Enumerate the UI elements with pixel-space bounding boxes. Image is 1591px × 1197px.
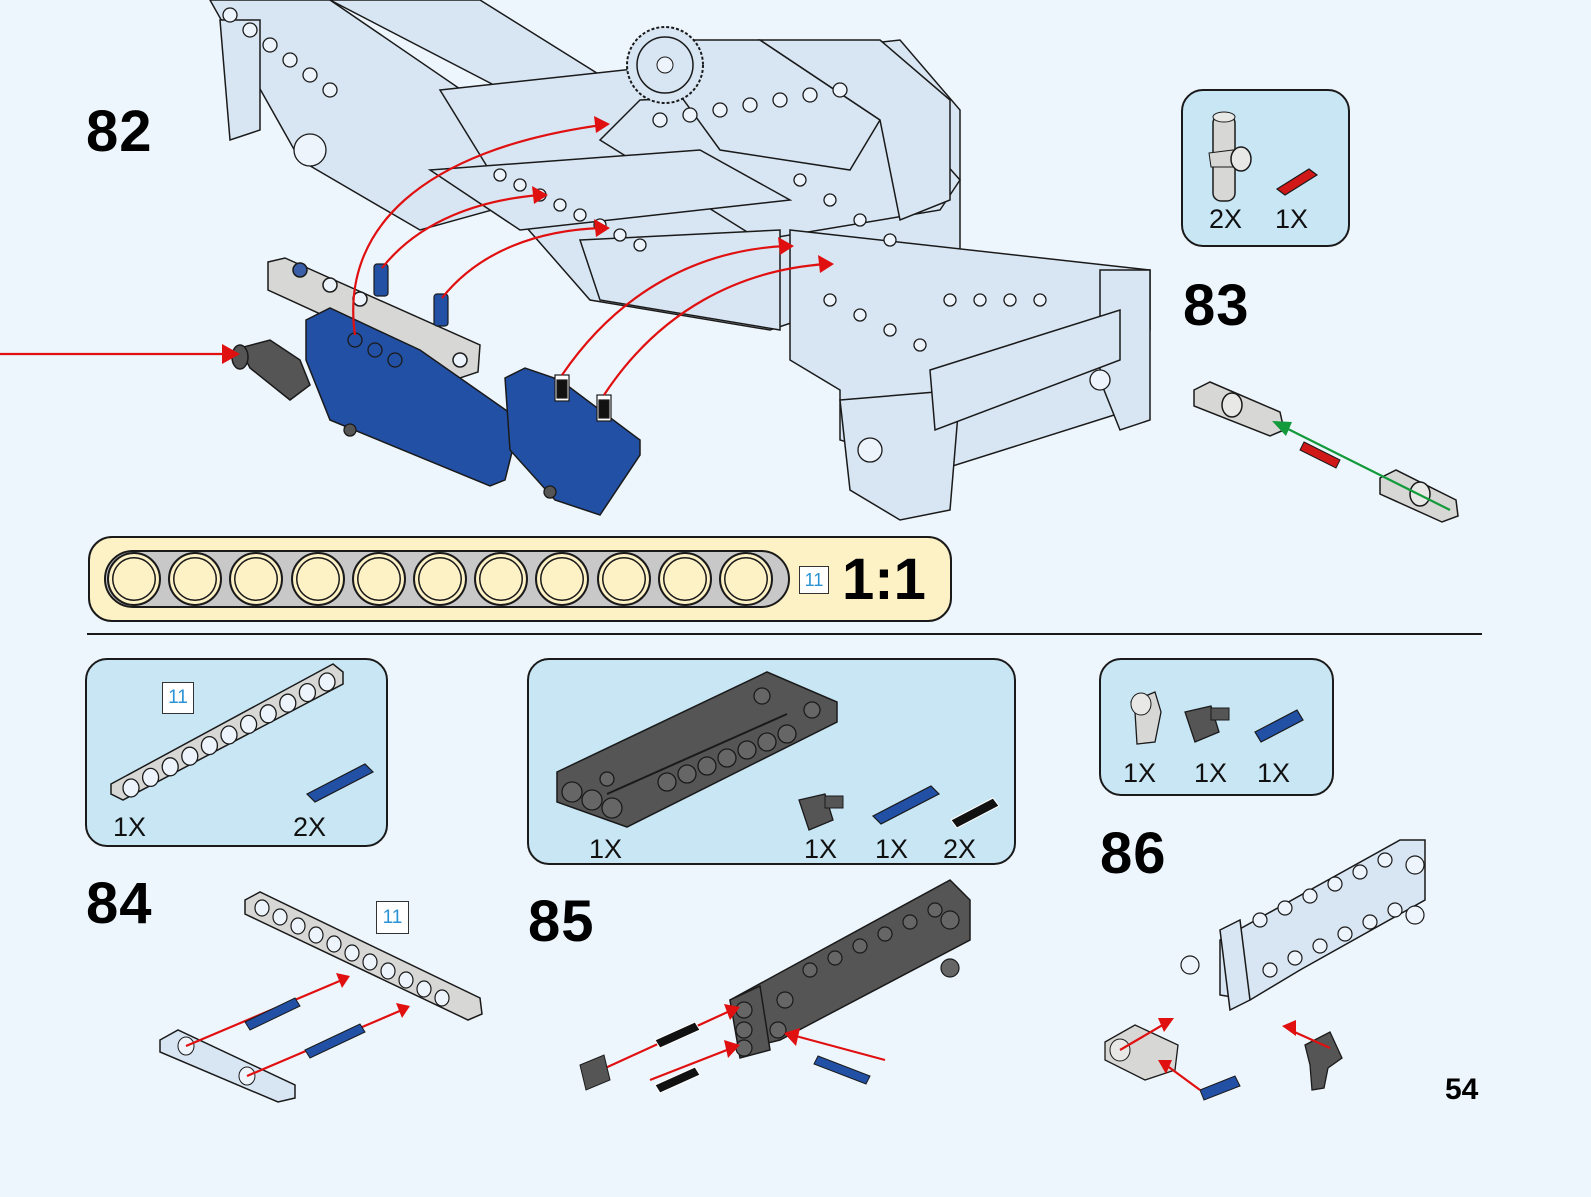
ruler-hole: [168, 552, 223, 606]
parts-callout-step-83: 2X 1X: [1181, 89, 1350, 247]
quantity-label: 2X: [293, 812, 327, 842]
beam-hole: [298, 682, 317, 703]
page-number: 54: [1445, 1073, 1479, 1106]
ruler-hole: [413, 552, 467, 606]
quantity-label: 1X: [589, 834, 623, 864]
parts-callout-step-84: 11 1X 2X: [85, 658, 388, 847]
beam-length-badge: 11: [162, 682, 194, 714]
quantity-label: 1X: [804, 834, 838, 864]
blue-panel-left: [305, 307, 521, 487]
beam-length-badge: 11: [799, 566, 829, 594]
beam-hole: [122, 778, 140, 798]
quantity-label: 2X: [943, 834, 977, 864]
step-85-assembly-icon: [579, 879, 971, 1094]
quantity-label: 1X: [113, 812, 147, 842]
arrow-heads: [222, 116, 834, 364]
beam-hole: [141, 767, 160, 788]
step-number-84: 84: [86, 871, 153, 936]
quantity-label: 2X: [1209, 204, 1243, 234]
ruler-hole: [719, 552, 773, 606]
beam-hole: [181, 746, 199, 766]
quantity-label: 1X: [1257, 758, 1291, 788]
dark-panel-icon: [556, 671, 838, 828]
quantity-label: 1X: [1194, 758, 1228, 788]
dark-axle-pin-connector-icon: [1184, 705, 1230, 743]
blue-axle-pin-icon: [1254, 709, 1304, 743]
parts-callout-step-85: 1X 1X 1X 2X: [527, 658, 1016, 865]
beam-hole: [200, 735, 219, 756]
ruler-hole: [351, 552, 406, 606]
section-divider: [87, 633, 1482, 635]
ruler-hole: [474, 552, 529, 606]
step-number-85: 85: [528, 889, 595, 954]
black-pin-icon: [950, 797, 1000, 829]
quantity-label: 1X: [1275, 204, 1309, 234]
parts-callout-step-86: 1X 1X 1X: [1099, 658, 1334, 796]
beam-hole: [259, 704, 277, 724]
step-number-86: 86: [1100, 821, 1167, 886]
scale-label: 1:1: [842, 547, 926, 612]
red-axle-icon: [1275, 168, 1319, 196]
ruler-hole: [229, 552, 284, 606]
dark-connector-part: [231, 339, 311, 401]
step-number-82: 82: [86, 99, 153, 164]
gear-icon: [626, 26, 704, 104]
beam-hole: [239, 714, 258, 735]
beam-11-icon: [110, 663, 344, 801]
beam-hole: [161, 757, 179, 777]
axle-connector-subassembly-icon: [1193, 381, 1459, 523]
step-84-assembly-icon: [159, 891, 483, 1103]
blue-pins: [373, 263, 449, 327]
quantity-label: 1X: [1123, 758, 1157, 788]
beam-hole: [220, 725, 238, 745]
assembly-arrows: [0, 123, 827, 396]
green-arrow-line: [1277, 423, 1451, 511]
blue-pin-icon: [305, 763, 375, 803]
blue-panel-right: [504, 367, 641, 516]
beam-hole: [318, 672, 336, 692]
beam-length-ruler: 11 1:1: [88, 536, 952, 622]
black-pins: [554, 374, 612, 422]
quantity-label: 1X: [875, 834, 909, 864]
ruler-hole: [535, 552, 590, 606]
ruler-hole: [596, 552, 651, 606]
step-number-83: 83: [1183, 273, 1250, 338]
beam-length-badge: 11: [376, 901, 409, 934]
blue-pin-icon: [871, 785, 941, 825]
step-86-assembly-icon: [1104, 839, 1426, 1101]
main-chassis-assembly-icon: [0, 0, 1151, 521]
ruler-hole: [657, 552, 712, 606]
gray-beam-subassembly: [267, 257, 481, 379]
beam-hole: [279, 693, 297, 713]
green-arrow-head: [1272, 421, 1292, 436]
ruler-hole: [107, 552, 161, 606]
dark-axle-pin-connector-icon: [798, 793, 844, 831]
angled-axle-connector-icon: [1130, 691, 1162, 745]
axle-connector-perpendicular-icon: [1208, 111, 1252, 202]
ruler-hole: [290, 552, 345, 606]
